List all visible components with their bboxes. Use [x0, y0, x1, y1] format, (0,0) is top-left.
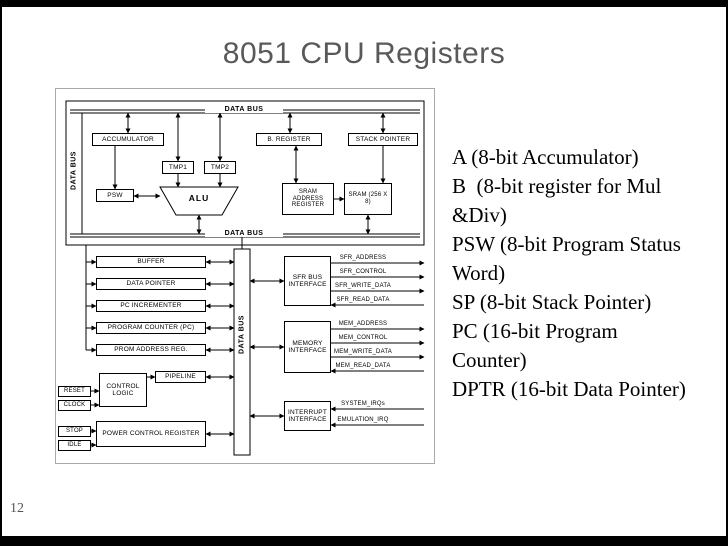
register-line: SP (8-bit Stack Pointer): [452, 290, 652, 314]
register-line: DPTR (16-bit Data Pointer): [452, 377, 686, 401]
block-data-pointer: DATA POINTER: [96, 278, 206, 290]
slide: 8051 CPU Registers: [2, 7, 726, 536]
double-arrow-connectors: [125, 112, 386, 437]
block-sfr-bus-interface: SFR BUS INTERFACE: [284, 256, 331, 306]
signal-label-mem-address: MEM_ADDRESS: [338, 321, 388, 327]
left-data-bus-label: DATA BUS: [70, 151, 78, 190]
signal-label-sfr-read-data: SFR_READ_DATA: [336, 297, 390, 303]
page-number: 12: [10, 501, 24, 516]
inbound-signal-lines: [330, 302, 424, 428]
block-pipeline: PIPELINE: [155, 371, 206, 383]
register-line: Word): [452, 261, 506, 285]
upper-section-box: [65, 100, 425, 246]
signal-label-emulation-irq: EMULATION_IRQ: [337, 417, 389, 423]
alu-shape: [159, 186, 239, 216]
register-line: &Div): [452, 203, 507, 227]
signal-label-system-irqs: SYSTEM_IRQs: [341, 401, 385, 407]
register-line: PC (16-bit Program: [452, 319, 618, 343]
signal-reset: RESET: [58, 386, 91, 397]
block-accumulator: ACCUMULATOR: [92, 133, 164, 146]
block-b-register: B. REGISTER: [256, 133, 322, 146]
signal-label-sfr-control: SFR_CONTROL: [339, 269, 387, 275]
page-title: 8051 CPU Registers: [222, 37, 506, 70]
cpu-block-diagram: DATA BUS DATA BUS DATA BUS DATA BUS ACCU…: [55, 88, 435, 464]
signal-label-sfr-write-data: SFR_WRITE_DATA: [335, 283, 391, 289]
block-sram-address-register: SRAM ADDRESS REGISTER: [282, 183, 334, 215]
signal-idle: IDLE: [58, 440, 91, 451]
signal-label-mem-control: MEM_CONTROL: [338, 335, 388, 341]
block-sram: SRAM (256 X 8): [344, 183, 392, 215]
block-buffer: BUFFER: [96, 256, 206, 268]
bottom-data-bus-label: DATA BUS: [205, 230, 283, 237]
register-line: Counter): [452, 348, 527, 372]
signal-clock: CLOCK: [58, 400, 91, 411]
block-control-logic: CONTROL LOGIC: [99, 373, 147, 407]
block-program-counter: PROGRAM COUNTER (PC): [96, 322, 206, 334]
block-alu-label: ALU: [188, 193, 210, 203]
single-arrow-connectors: [86, 146, 425, 448]
block-memory-interface: MEMORY INTERFACE: [284, 321, 331, 373]
block-power-control-register: POWER CONTROL REGISTER: [96, 421, 206, 447]
signal-label-mem-write-data: MEM_WRITE_DATA: [334, 349, 392, 355]
block-prom-address-reg: PROM ADDRESS REG.: [96, 344, 206, 356]
block-tmp2: TMP2: [204, 161, 236, 174]
signal-label-mem-read-data: MEM_READ_DATA: [335, 363, 391, 369]
block-pc-incrementer: PC INCREMENTER: [96, 300, 206, 312]
register-line: B (8-bit register for Mul: [452, 174, 662, 198]
top-data-bus-label: DATA BUS: [205, 106, 283, 113]
signal-stop: STOP: [58, 426, 91, 437]
block-interrupt-interface: INTERRUPT INTERFACE: [284, 401, 331, 431]
register-descriptions: A (8-bit Accumulator) B (8-bit register …: [452, 143, 728, 404]
register-line: PSW (8-bit Program Status: [452, 232, 681, 256]
signal-label-sfr-address: SFR_ADDRESS: [339, 255, 387, 261]
register-line: A (8-bit Accumulator): [452, 145, 639, 169]
block-psw: PSW: [96, 189, 134, 202]
block-stack-pointer: STACK POINTER: [348, 133, 418, 146]
diagram-connectors: [65, 100, 425, 456]
block-tmp1: TMP1: [162, 161, 194, 174]
vertical-data-bus-label: DATA BUS: [238, 315, 246, 354]
